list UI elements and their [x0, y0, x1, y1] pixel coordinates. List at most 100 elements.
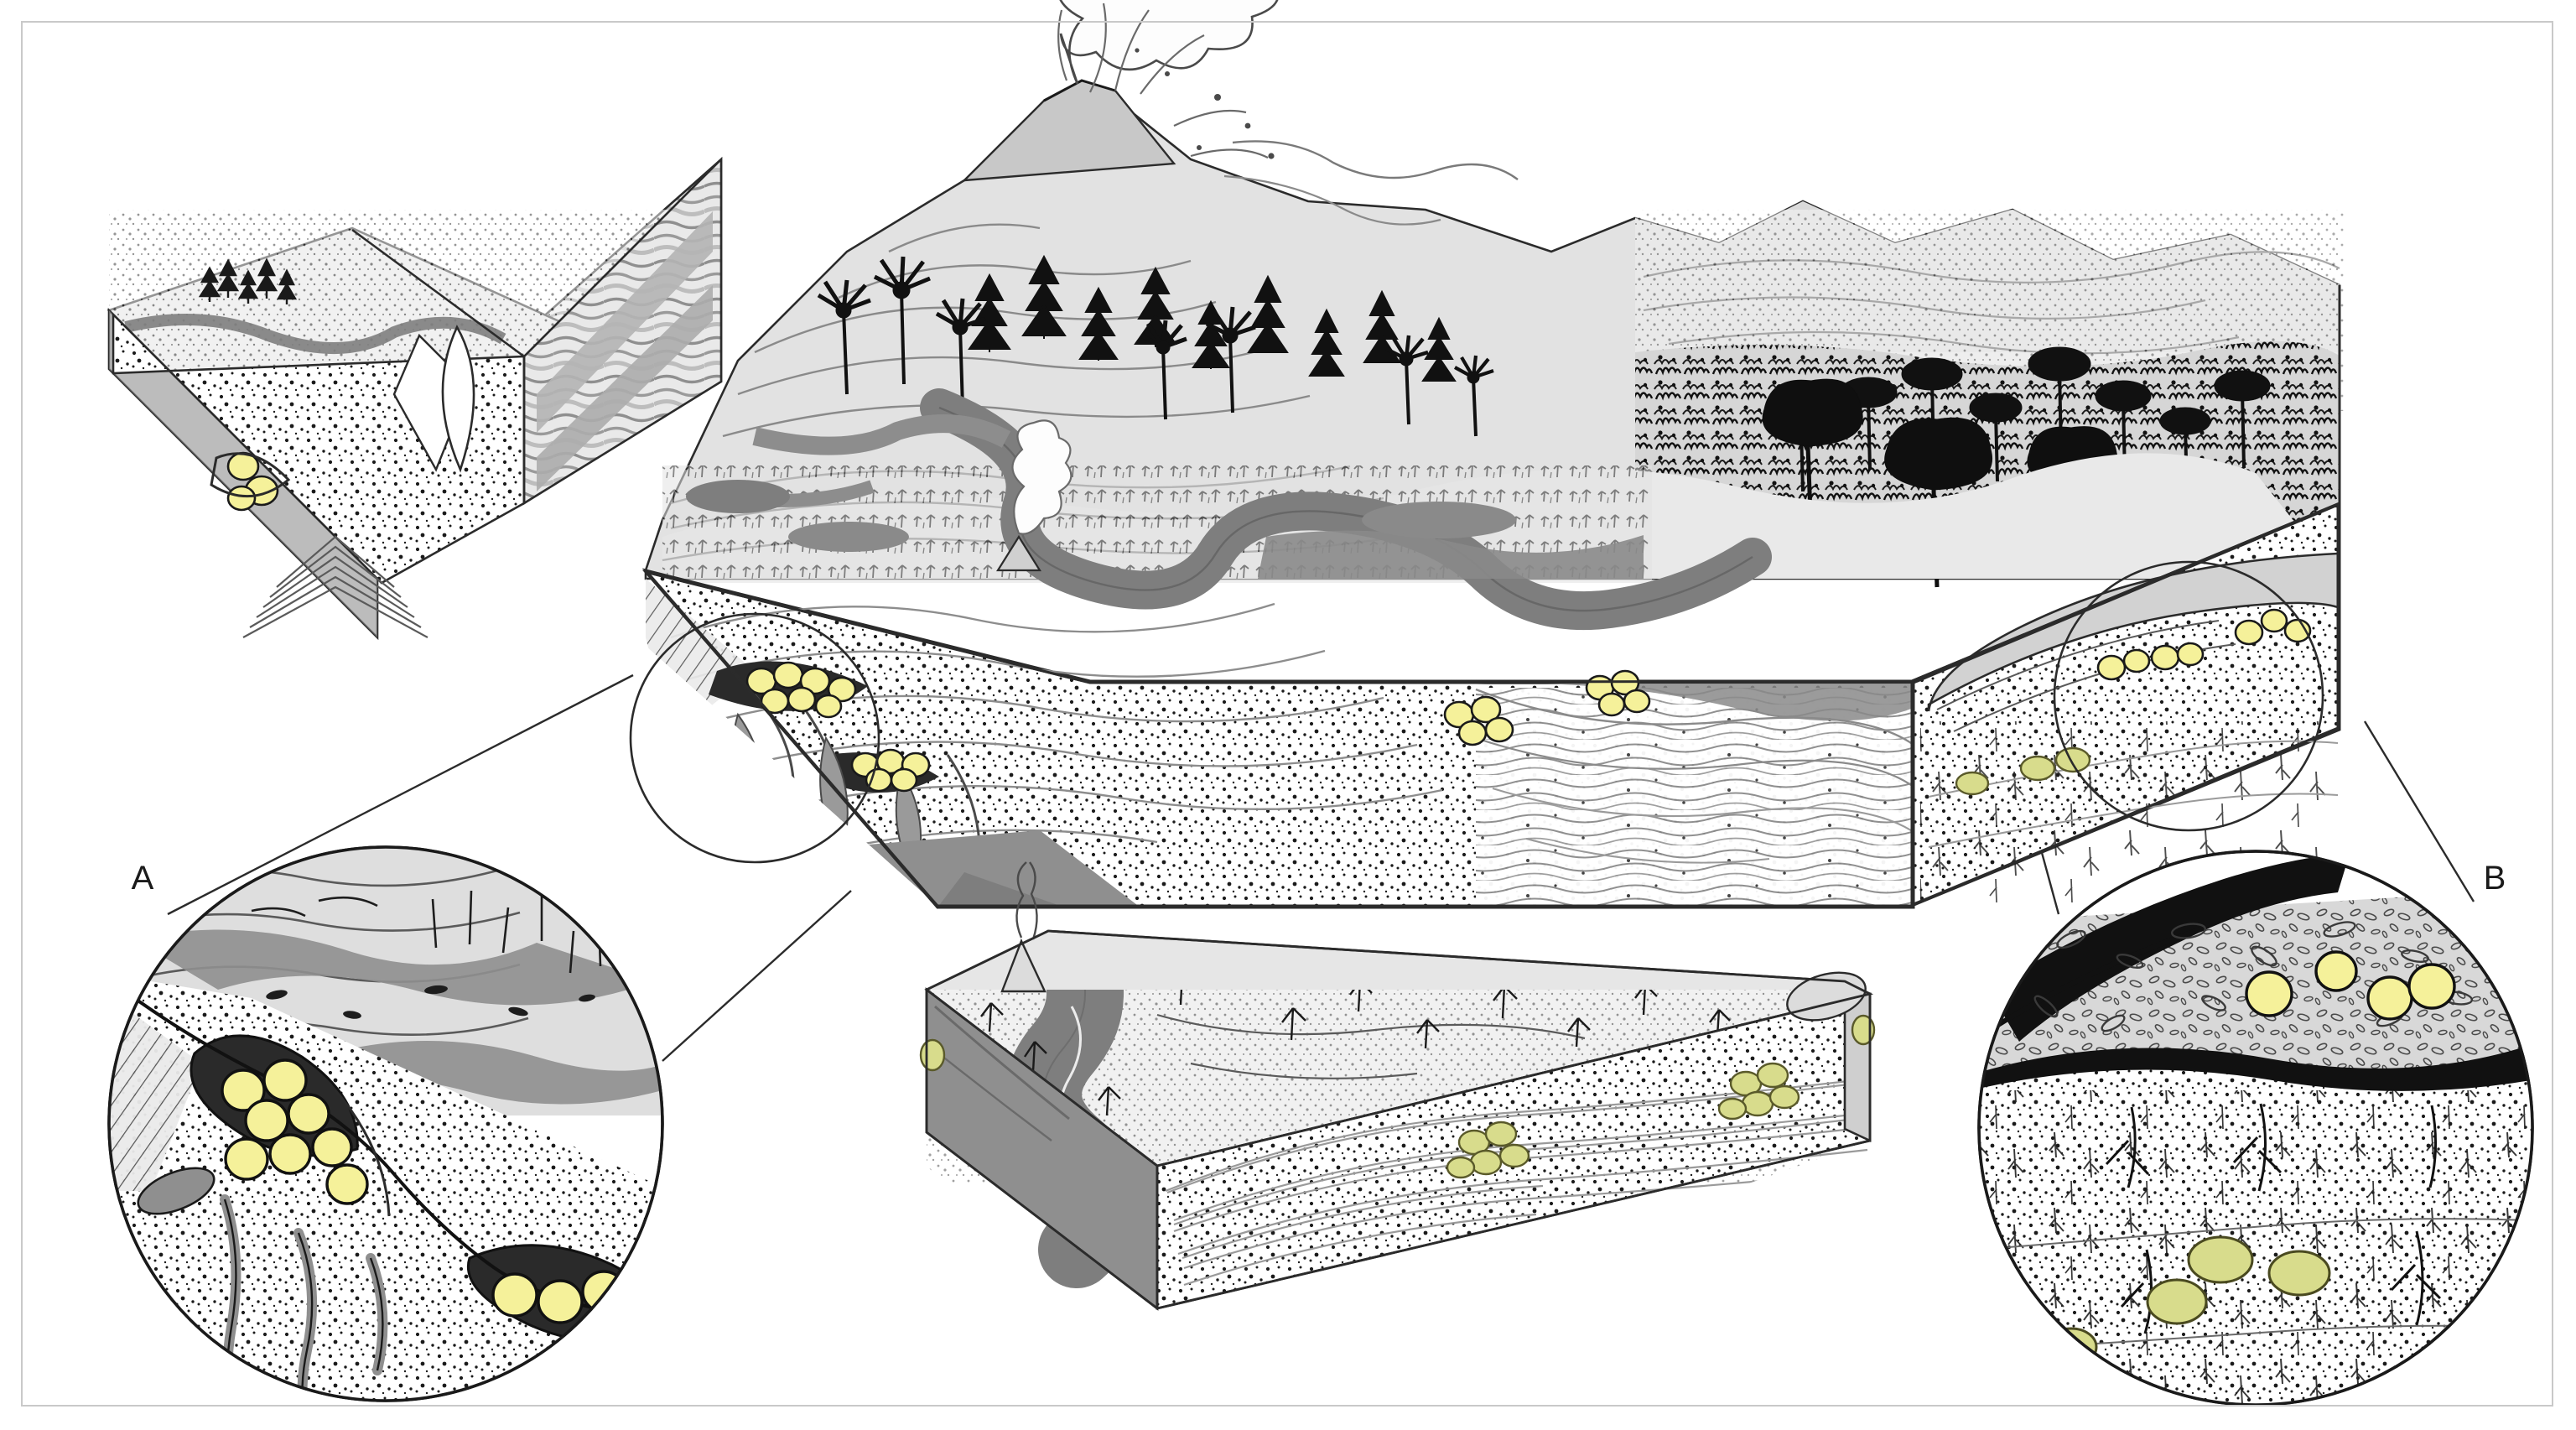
ore-nodule [221, 1069, 266, 1112]
ash-particles [1135, 48, 1275, 159]
ore-nodule [2260, 608, 2288, 633]
conifer-forest [968, 254, 1457, 382]
ore-nodule [224, 1137, 269, 1181]
ore-nodule [1623, 689, 1651, 714]
ore-nodule [262, 1058, 308, 1102]
palm-trees [817, 256, 1494, 437]
ore-nodule [799, 667, 831, 695]
A-clast [137, 1167, 216, 1215]
ore-nodule [287, 1093, 330, 1135]
ore-nodule [827, 676, 857, 703]
inset-block-upper-left [106, 156, 723, 641]
ore-nodule-olive [919, 1038, 946, 1072]
canopy-trees [1776, 346, 2271, 492]
ore-nodule [2150, 644, 2180, 671]
ore-nodule-olive [1851, 1014, 1876, 1046]
ore-nodule [2407, 963, 2456, 1010]
A-nodules-upper [221, 1058, 369, 1205]
ore-nodule [2366, 975, 2413, 1021]
B-shear-band [1989, 854, 2350, 1042]
B-nodules-upper [2245, 950, 2456, 1021]
ore-nodule [2176, 642, 2205, 667]
ul-conifers [198, 257, 298, 304]
ul-drainage [124, 314, 506, 355]
ore-nodule [226, 485, 257, 512]
steam-plume [1011, 419, 1072, 535]
A-hatched-unit [109, 990, 201, 1191]
ore-nodule [2283, 618, 2312, 643]
A-mud-lens [134, 929, 654, 1006]
pond [788, 522, 909, 552]
A-mud-lens [302, 1041, 662, 1105]
ore-nodule [1457, 720, 1488, 746]
ore-nodule-olive [2267, 1250, 2331, 1297]
lc-grass-clumps [980, 990, 1731, 1116]
ore-nodule-olive [1446, 1156, 1476, 1179]
ore-nodule [2234, 619, 2264, 646]
ore-nodule [491, 1272, 538, 1318]
ore-nodule-olive [2187, 1235, 2254, 1284]
leader-A-lower [662, 890, 852, 1062]
lc-front-bedding [1173, 1111, 1868, 1287]
magnified-circle-B [1977, 850, 2534, 1407]
upper-gray-unit [1476, 684, 1914, 721]
ore-nodule [311, 1127, 353, 1167]
lc-fumarole [1000, 861, 1046, 993]
fumarole-vent [996, 419, 1072, 572]
volcano-summit [961, 79, 1176, 182]
inset-block-lower-center [919, 861, 1876, 1311]
callout-circle-A-on-block [629, 612, 880, 864]
ore-nodule [325, 1163, 369, 1205]
main-landscape-block [629, 0, 2344, 909]
ore-nodule [537, 1279, 584, 1324]
ore-nodule [865, 767, 893, 793]
ore-nodule [1597, 692, 1626, 717]
nodule-cluster [1443, 695, 1514, 746]
ore-nodule-olive [1955, 771, 1990, 796]
B-roots [2105, 1103, 2442, 1334]
ore-nodule [787, 686, 817, 713]
ore-nodule [772, 661, 804, 689]
ore-nodule-olive [2054, 746, 2091, 773]
ore-nodule-olive [1469, 1149, 1503, 1176]
ore-nodule-olive [2019, 755, 2056, 782]
ore-nodule-olive [1741, 1090, 1774, 1117]
ore-nodule-olive [1498, 1143, 1530, 1168]
ore-nodule [2314, 950, 2358, 992]
ore-nodule [1470, 695, 1502, 724]
ore-nodule-olive [1756, 1062, 1789, 1089]
nodule-cluster [1717, 1062, 1800, 1121]
pond [1362, 502, 1516, 538]
A-unconformity [109, 971, 662, 1322]
ore-nodule [244, 1099, 289, 1142]
lc-nodules [919, 1014, 1876, 1179]
ore-nodule [268, 1133, 312, 1175]
ash-drift [1232, 140, 1519, 180]
leader-A-upper [167, 673, 634, 916]
ore-nodule [2096, 654, 2127, 681]
ore-nodule-olive [1717, 1097, 1748, 1121]
ore-nodule-olive [2146, 1278, 2208, 1325]
main-block-outline [644, 285, 2341, 907]
ore-nodule [581, 1270, 626, 1313]
ore-nodule-olive [1768, 1084, 1800, 1110]
right-face-nodules [1955, 608, 2312, 796]
magnified-circle-A [107, 845, 664, 1402]
ore-nodule [890, 767, 918, 793]
pond [686, 480, 790, 513]
ore-nodule-olive [1484, 1121, 1518, 1147]
lc-block-outline [925, 929, 1872, 1310]
tributary-channel [752, 414, 1011, 455]
ore-nodule [1484, 716, 1514, 743]
A-nodules-lower [491, 1270, 626, 1324]
ul-terraces [242, 535, 428, 638]
floodplain-water [1258, 530, 1644, 579]
ore-nodule [814, 694, 843, 719]
leader-B-upper [2363, 720, 2475, 902]
label-A: A [132, 860, 154, 897]
ore-nodule [2245, 970, 2293, 1017]
label-B: B [2484, 860, 2506, 897]
ash-cloud [1059, 0, 1279, 85]
